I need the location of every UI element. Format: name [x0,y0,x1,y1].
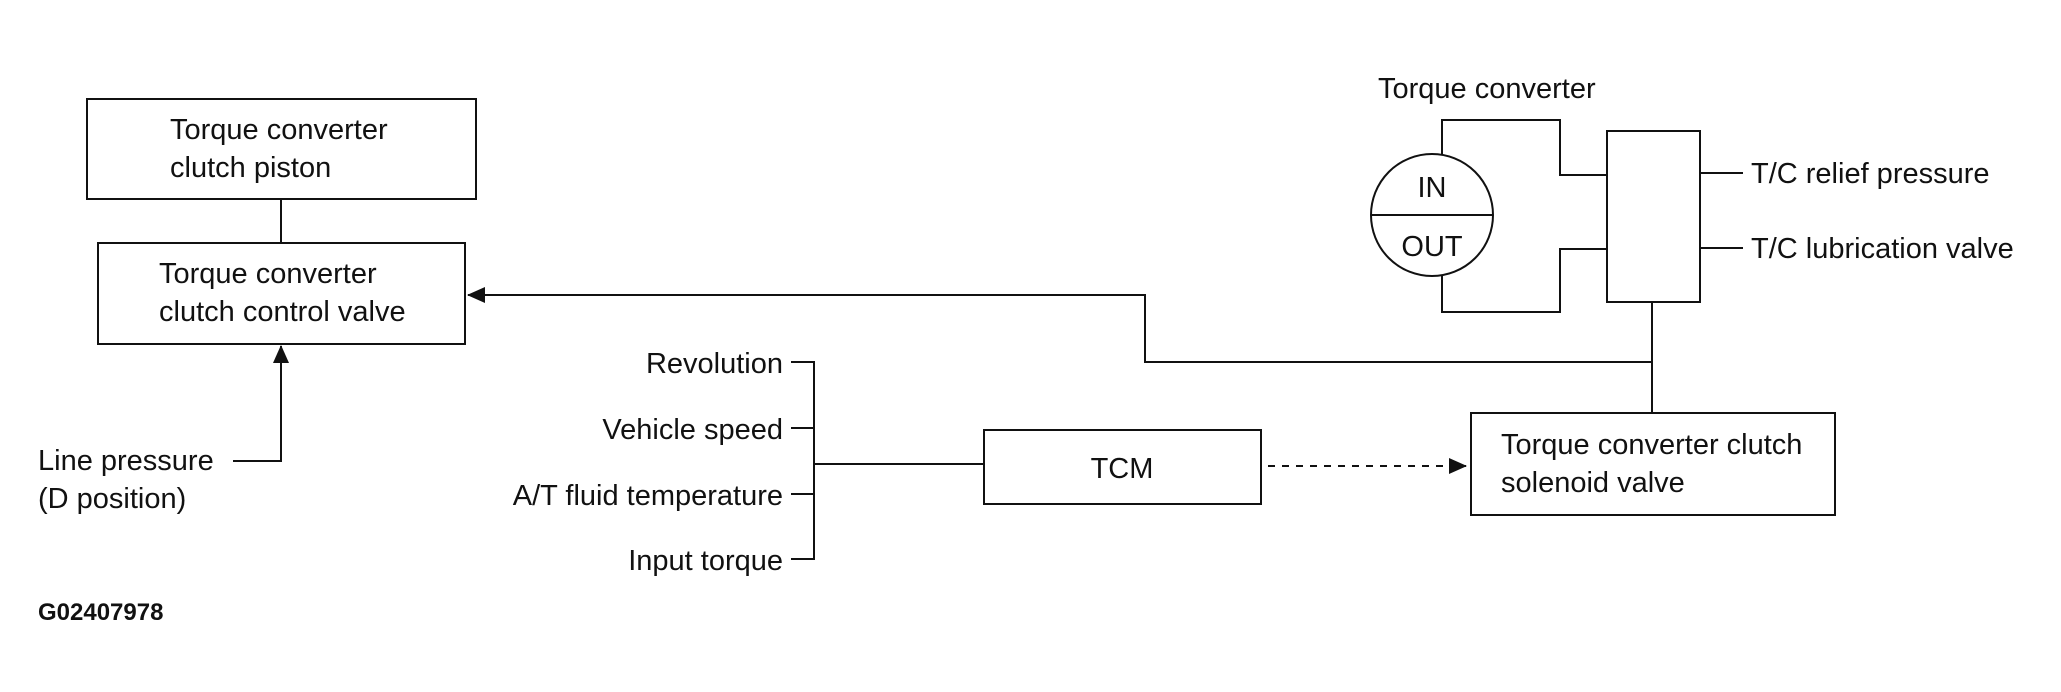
in-passage [1441,119,1607,176]
clutch-piston-box: Torque converter clutch piston [86,98,477,200]
clutch-piston-label-line1: Torque converter [170,114,388,146]
input-revolution: Revolution [646,348,783,380]
solenoid-label-line1: Torque converter clutch [1501,429,1802,461]
torque-converter-title: Torque converter [1378,73,1596,105]
tcm-box: TCM [983,429,1262,505]
control-valve-label-line2: clutch control valve [159,296,406,328]
relief-pressure-label: T/C relief pressure [1751,158,1990,190]
out-label: OUT [1401,231,1463,263]
torque-converter: IN OUT [1370,153,1494,277]
line-pressure-label-line2: (D position) [38,483,186,515]
line-pressure-arrow [233,345,289,462]
lubrication-valve-label: T/C lubrication valve [1751,233,2014,265]
control-valve-label-line1: Torque converter [159,258,377,290]
input-vehicle-speed: Vehicle speed [602,414,783,446]
in-label: IN [1418,172,1447,204]
clutch-control-valve-box: Torque converter clutch control valve [97,242,466,345]
solenoid-valve-box: Torque converter clutch solenoid valve [1470,412,1836,516]
solenoid-label-line2: solenoid valve [1501,467,1685,499]
clutch-piston-label-line2: clutch piston [170,152,331,184]
out-passage [1441,248,1607,313]
tcm-label: TCM [1091,453,1154,485]
input-fluid-temperature: A/T fluid temperature [513,480,783,512]
input-bracket [791,361,815,560]
input-torque: Input torque [628,545,783,577]
tc-valve-block [1606,130,1701,303]
figure-code: G02407978 [38,599,163,626]
line-pressure-label-line1: Line pressure [38,445,214,477]
